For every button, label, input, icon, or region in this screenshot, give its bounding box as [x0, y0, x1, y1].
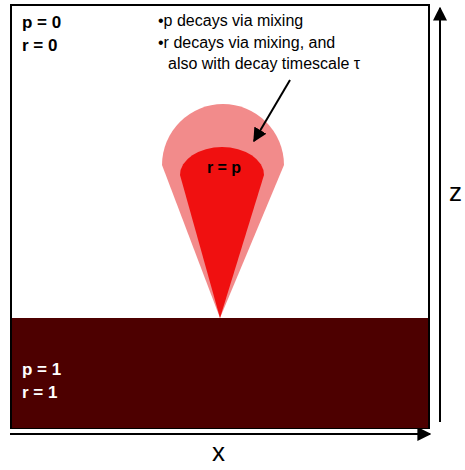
plume-inner-shape — [180, 147, 264, 318]
boundary-value: p = 0 — [22, 12, 61, 34]
note-text: •p decays via mixing — [158, 11, 303, 32]
domain-frame — [11, 5, 429, 428]
bottom-band: p = 1 r = 1 — [12, 318, 428, 428]
axis-label: x — [212, 436, 225, 470]
axis-label: z — [449, 176, 462, 210]
x-axis — [10, 433, 430, 435]
leader-line — [254, 80, 290, 141]
node-text: r = p — [207, 158, 241, 177]
plume-inner: r = p — [175, 145, 269, 320]
plume-outer — [162, 104, 284, 318]
node-text: p = 1 — [22, 360, 61, 380]
note-text: •r decays via mixing, and also with deca… — [158, 33, 366, 75]
z-axis — [439, 8, 441, 422]
boundary-value: r = 0 — [22, 35, 57, 57]
node-text: r = 1 — [22, 383, 57, 403]
